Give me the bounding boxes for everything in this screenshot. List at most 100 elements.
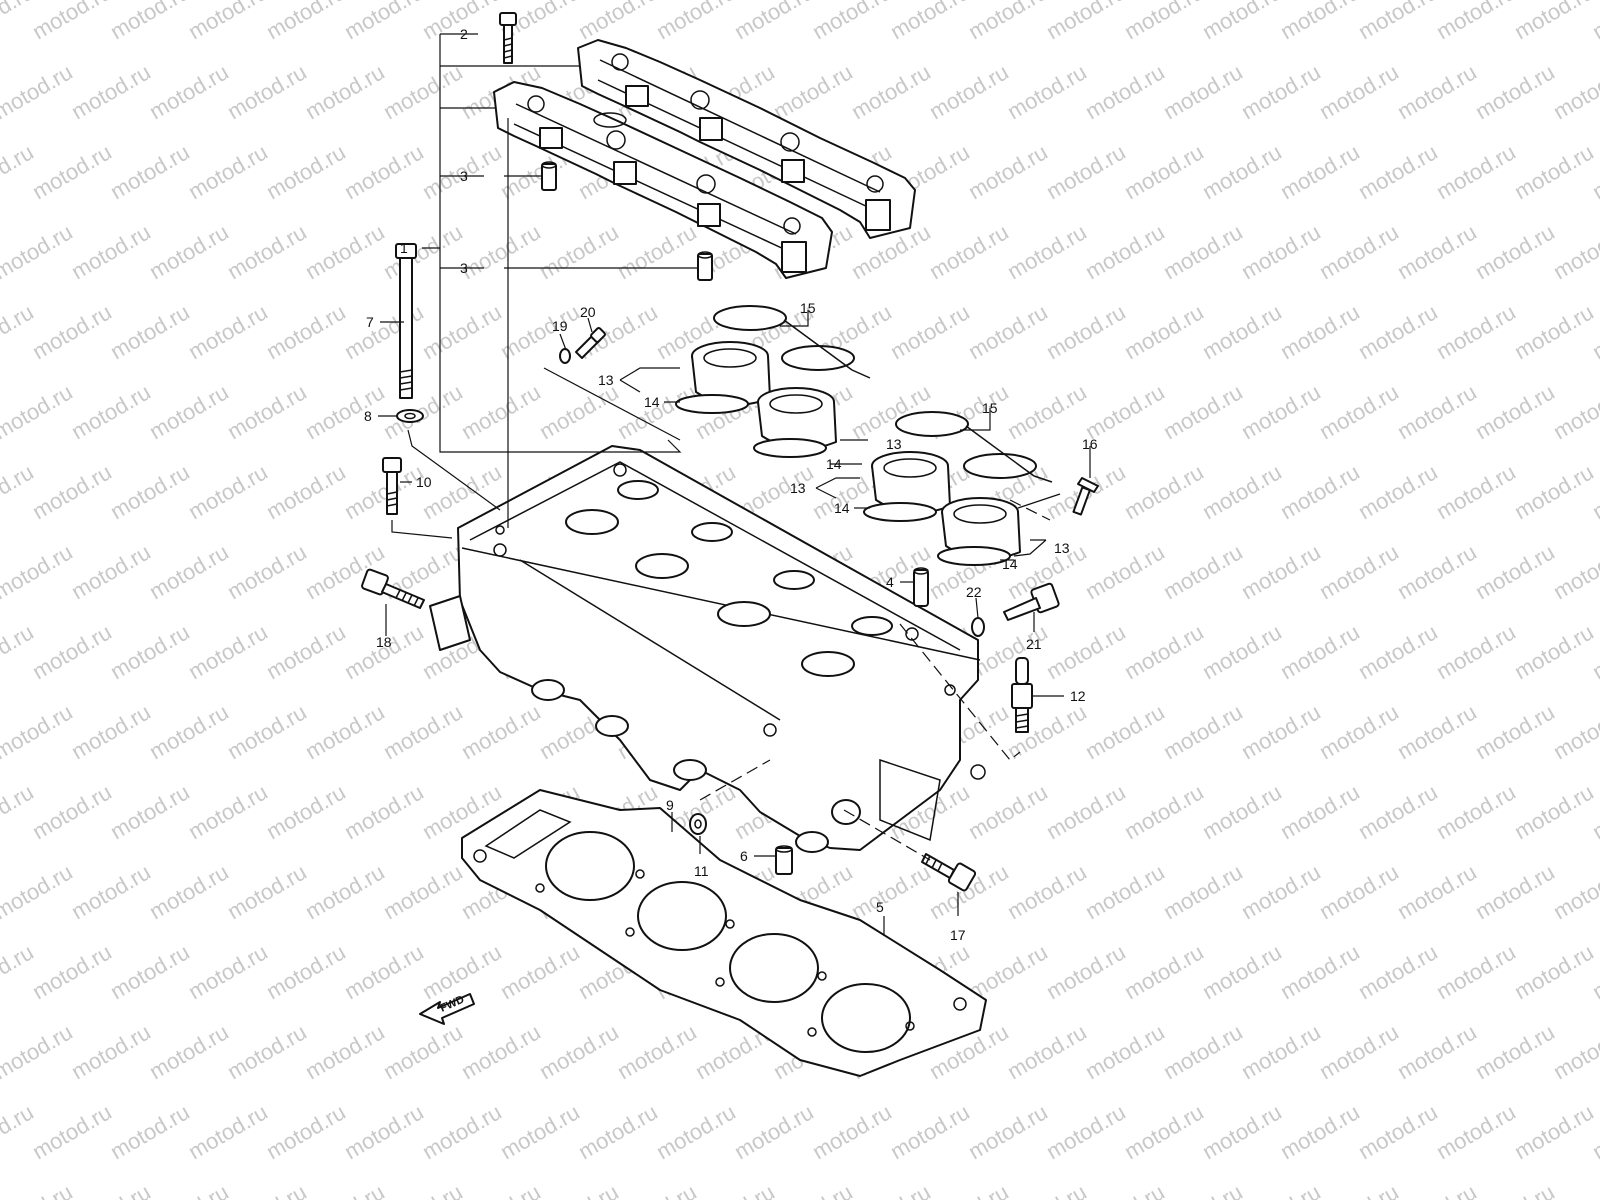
watermark-text: motod.ru [1081,859,1169,924]
label-13d: 13 [1054,540,1070,556]
watermark-text: motod.ru [1159,1179,1247,1200]
watermark-text: motod.ru [1354,459,1442,524]
watermark-text: motod.ru [106,0,194,44]
watermark-text: motod.ru [28,779,116,844]
watermark-text: motod.ru [1276,1099,1364,1164]
label-14c: 14 [834,500,850,516]
watermark-text: motod.ru [1315,539,1403,604]
watermark-text: motod.ru [340,779,428,844]
watermark-text: motod.ru [613,219,701,284]
watermark-text: motod.ru [1393,59,1481,124]
watermark-text: motod.ru [262,619,350,684]
watermark-text: motod.ru [1315,219,1403,284]
watermark-text: motod.ru [1081,539,1169,604]
watermark-text: motod.ru [1003,1019,1091,1084]
watermark-text: motod.ru [1276,779,1364,844]
watermark-text: motod.ru [301,219,389,284]
watermark-text: motod.ru [925,219,1013,284]
clamp-15b [895,411,1053,483]
watermark-text: motod.ru [340,139,428,204]
watermark-text: motod.ru [28,139,116,204]
cylinder-head [429,445,986,853]
o-ring-14d [937,546,1011,566]
watermark-text: motod.ru [1198,619,1286,684]
watermark-text: motod.ru [0,779,38,844]
watermark-text: motod.ru [1198,459,1286,524]
watermark-text: motod.ru [1120,299,1208,364]
watermark-text: motod.ru [1354,619,1442,684]
watermark-text: motod.ru [1510,0,1598,44]
watermark-text: motod.ru [1432,139,1520,204]
watermark-text: motod.ru [1471,379,1559,444]
watermark-text: motod.ru [340,0,428,44]
watermark-text: motod.ru [769,1179,857,1200]
watermark-text: motod.ru [1432,619,1520,684]
watermark-text: motod.ru [886,299,974,364]
label-3b: 3 [460,260,468,276]
watermark-text: motod.ru [1549,379,1600,444]
watermark-text: motod.ru [106,779,194,844]
watermark-text: motod.ru [1549,699,1600,764]
watermark-text: motod.ru [223,1019,311,1084]
watermark-text: motod.ru [1120,1099,1208,1164]
watermark-text: motod.ru [379,379,467,444]
label-6: 6 [740,848,748,864]
label-17: 17 [950,927,966,943]
watermark-text: motod.ru [1393,1019,1481,1084]
watermark-text: motod.ru [67,219,155,284]
watermark-text: motod.ru [0,699,77,764]
watermark-text: motod.ru [535,379,623,444]
dowel-pin-3b [697,251,713,281]
watermark-text: motod.ru [145,59,233,124]
watermark-text: motod.ru [1354,939,1442,1004]
watermark-text: motod.ru [1081,219,1169,284]
watermark-text: motod.ru [0,459,38,524]
watermark-text: motod.ru [1198,0,1286,44]
watermark-text: motod.ru [1198,1099,1286,1164]
watermark-text: motod.ru [262,299,350,364]
watermark-text: motod.ru [0,859,77,924]
label-16: 16 [1082,436,1098,452]
watermark-text: motod.ru [1159,699,1247,764]
watermark-text: motod.ru [1471,699,1559,764]
watermark-text: motod.ru [535,1019,623,1084]
watermark-text: motod.ru [613,1019,701,1084]
watermark-text: motod.ru [886,0,974,44]
watermark-text: motod.ru [340,1099,428,1164]
label-15b: 15 [982,400,998,416]
watermark-text: motod.ru [1003,59,1091,124]
watermark-text: motod.ru [1081,379,1169,444]
fitting-20 [575,327,606,359]
washer-11 [689,813,707,835]
watermark-text: motod.ru [223,699,311,764]
watermark-text: motod.ru [964,1099,1052,1164]
watermark-text: motod.ru [1042,139,1130,204]
leader-lines [378,33,1091,936]
watermark-text: motod.ru [1471,1019,1559,1084]
watermark-text: motod.ru [67,1019,155,1084]
intake-pipe-13c [871,451,951,514]
intake-pipe-13b [757,387,837,450]
watermark-text: motod.ru [496,939,584,1004]
watermark-text: motod.ru [574,0,662,44]
watermark-text: motod.ru [0,299,38,364]
watermark-text: motod.ru [1432,1099,1520,1164]
watermark-text: motod.ru [1432,299,1520,364]
watermark-text: motod.ru [1003,219,1091,284]
sensor-4 [913,567,929,607]
dowel-pin-3a [541,161,557,191]
label-12: 12 [1070,688,1086,704]
watermark-text: motod.ru [28,299,116,364]
watermark-text: motod.ru [535,219,623,284]
watermark-text: motod.ru [808,1099,896,1164]
watermark-text: motod.ru [1198,939,1286,1004]
watermark-text: motod.ru [964,139,1052,204]
o-ring-14c [863,502,937,522]
watermark-text: motod.ru [1393,379,1481,444]
watermark-text: motod.ru [262,939,350,1004]
watermark-text: motod.ru [1198,139,1286,204]
watermark-text: motod.ru [223,859,311,924]
watermark-text: motod.ru [652,0,740,44]
watermark-text: motod.ru [0,1019,77,1084]
watermark-text: motod.ru [1510,779,1598,844]
